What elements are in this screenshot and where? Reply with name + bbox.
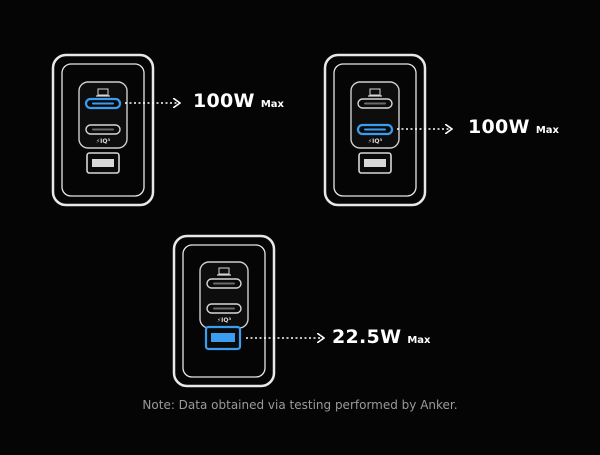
output-label-2: 100W Max: [468, 116, 559, 138]
output-label-3: 22.5W Max: [332, 326, 431, 348]
piq-badge: ⚡IQ³: [368, 138, 383, 145]
output-label-1: 100W Max: [193, 90, 284, 112]
output-max-2: Max: [535, 125, 559, 136]
charger-2: ⚡IQ³: [323, 53, 452, 207]
charger-1: ⚡IQ³: [51, 53, 180, 207]
laptop-icon: [368, 88, 382, 97]
output-value-2: 100W: [468, 116, 530, 138]
footnote: Note: Data obtained via testing performe…: [142, 398, 458, 412]
laptop-icon: [217, 267, 231, 276]
output-max-3: Max: [407, 335, 431, 346]
piq-badge: ⚡IQ³: [217, 317, 232, 324]
piq-badge: ⚡IQ³: [96, 138, 111, 145]
laptop-icon: [96, 88, 110, 97]
output-value-3: 22.5W: [332, 326, 402, 348]
output-value-1: 100W: [193, 90, 255, 112]
charger-3: ⚡IQ³: [172, 234, 324, 388]
output-max-1: Max: [260, 99, 284, 110]
